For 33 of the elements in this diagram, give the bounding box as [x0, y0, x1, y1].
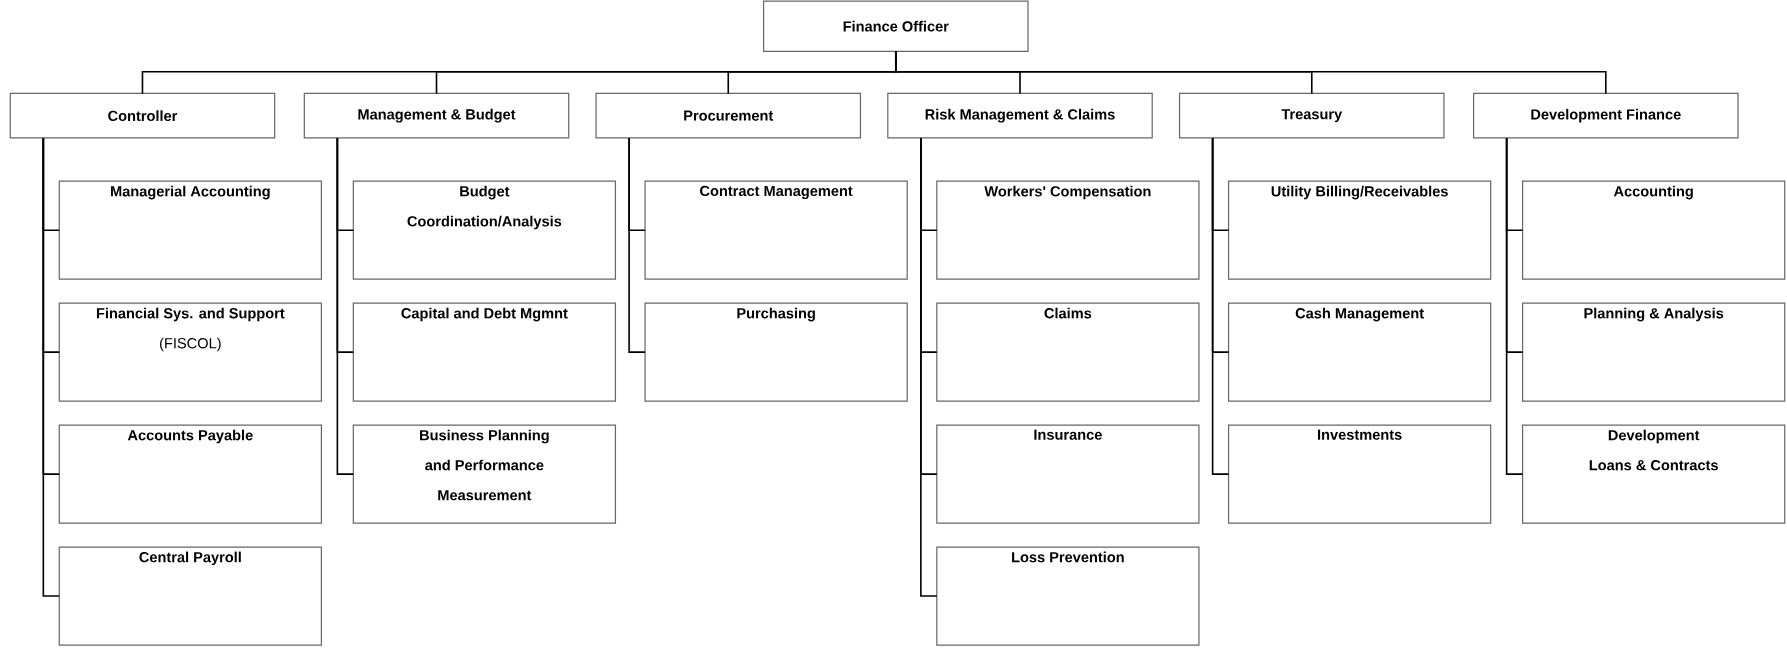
unit-box: Cash Management	[1227, 302, 1492, 402]
unit-box: Managerial Accounting	[58, 180, 322, 280]
department-box: Risk Management & Claims	[887, 92, 1153, 139]
unit-box: Accounting	[1522, 180, 1786, 280]
department-box: Development Finance	[1473, 92, 1739, 139]
connector-line	[336, 137, 355, 475]
department-box: Procurement	[595, 92, 862, 139]
connector-line	[1211, 137, 1230, 475]
unit-box: Contract Management	[644, 180, 908, 280]
unit-box: Utility Billing/Receivables	[1227, 180, 1492, 280]
unit-box: Budget Coordination/Analysis	[352, 180, 617, 280]
unit-box: Investments	[1227, 424, 1492, 524]
department-box: Treasury	[1178, 92, 1445, 139]
department-box: Management & Budget	[303, 92, 570, 139]
unit-box: Central Payroll	[58, 546, 322, 646]
officer-box: Finance Officer	[763, 0, 1029, 52]
unit-box: Planning & Analysis	[1522, 302, 1786, 402]
unit-box: Workers' Compensation	[936, 180, 1200, 280]
unit-box: Financial Sys. and Support (FISCOL)	[58, 302, 322, 402]
unit-box: Insurance	[936, 424, 1200, 524]
unit-box: Development Loans & Contracts	[1522, 424, 1786, 524]
unit-box: Capital and Debt Mgmnt	[352, 302, 617, 402]
unit-box: Purchasing	[644, 302, 908, 402]
connector-line	[920, 137, 938, 597]
connector-line	[42, 137, 61, 597]
connector-line	[1505, 137, 1524, 475]
connector-line	[895, 50, 1607, 95]
unit-box: Accounts Payable	[58, 424, 322, 524]
unit-box: Claims	[936, 302, 1200, 402]
unit-box: Loss Prevention	[936, 546, 1200, 646]
connector-line	[628, 137, 646, 353]
unit-box: Business Planning and Performance Measurement	[352, 424, 617, 524]
department-box: Controller	[9, 92, 276, 139]
